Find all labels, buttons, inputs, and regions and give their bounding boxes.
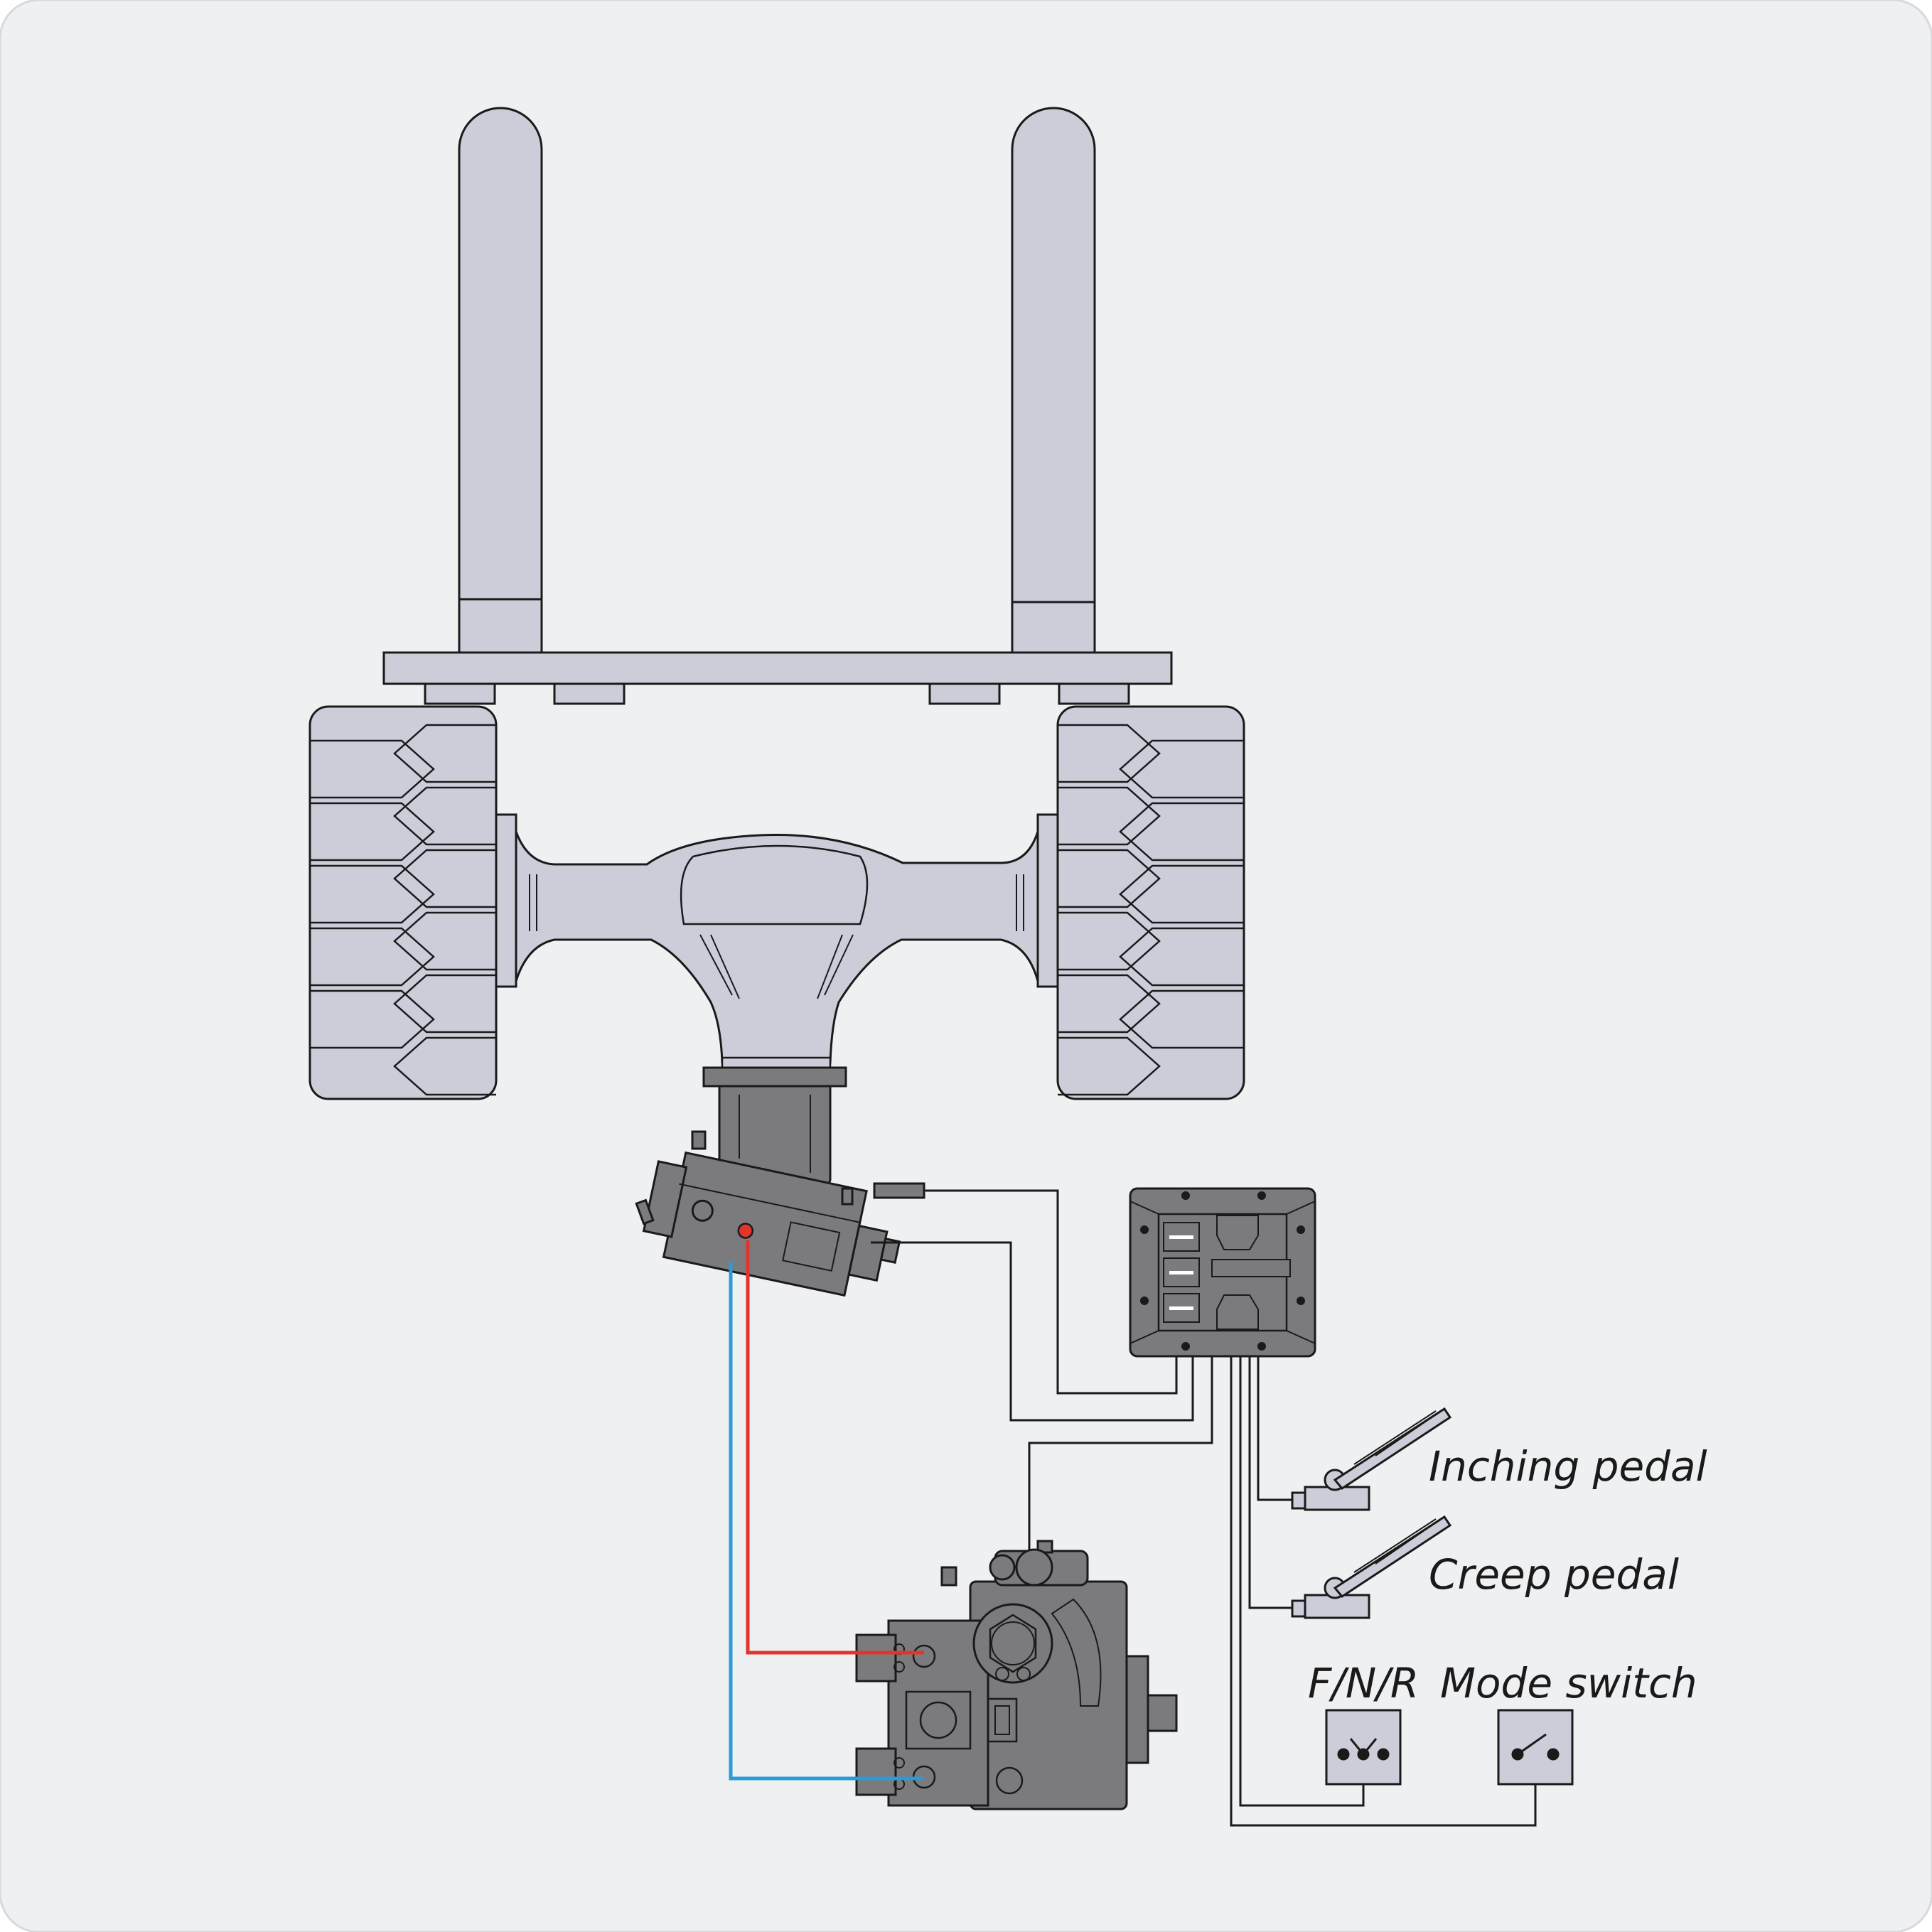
mast-upright-left: [458, 107, 543, 654]
fnr-switch-icon: [1325, 1709, 1402, 1786]
mode-switch-icon: [1497, 1709, 1574, 1786]
speed-sensor: [873, 1182, 925, 1199]
creep-pedal-icon: [1291, 1515, 1452, 1619]
mast-crossbar: [382, 651, 1173, 685]
inching-pedal-icon: [1291, 1407, 1452, 1511]
wheel-right: [1056, 705, 1245, 1100]
mode-switch-label: Mode switch: [1440, 1659, 1697, 1707]
creep-pedal-label: Creep pedal: [1429, 1550, 1679, 1599]
pressure-line: [746, 1240, 924, 1655]
hydraulic-motor: [635, 1066, 925, 1297]
fnr-label: F/N/R: [1308, 1659, 1419, 1707]
inching-pedal-label: Inching pedal: [1429, 1442, 1707, 1491]
return-line: [729, 1262, 924, 1781]
mast-upright-right: [1011, 107, 1096, 654]
wiring-harness: [871, 1189, 1537, 1827]
fork-mast: [382, 107, 1173, 705]
wheel-left: [308, 705, 498, 1100]
axle-housing: [515, 831, 1039, 1064]
electronic-controller: [1129, 1187, 1316, 1358]
drive-axle: [308, 705, 1245, 1100]
